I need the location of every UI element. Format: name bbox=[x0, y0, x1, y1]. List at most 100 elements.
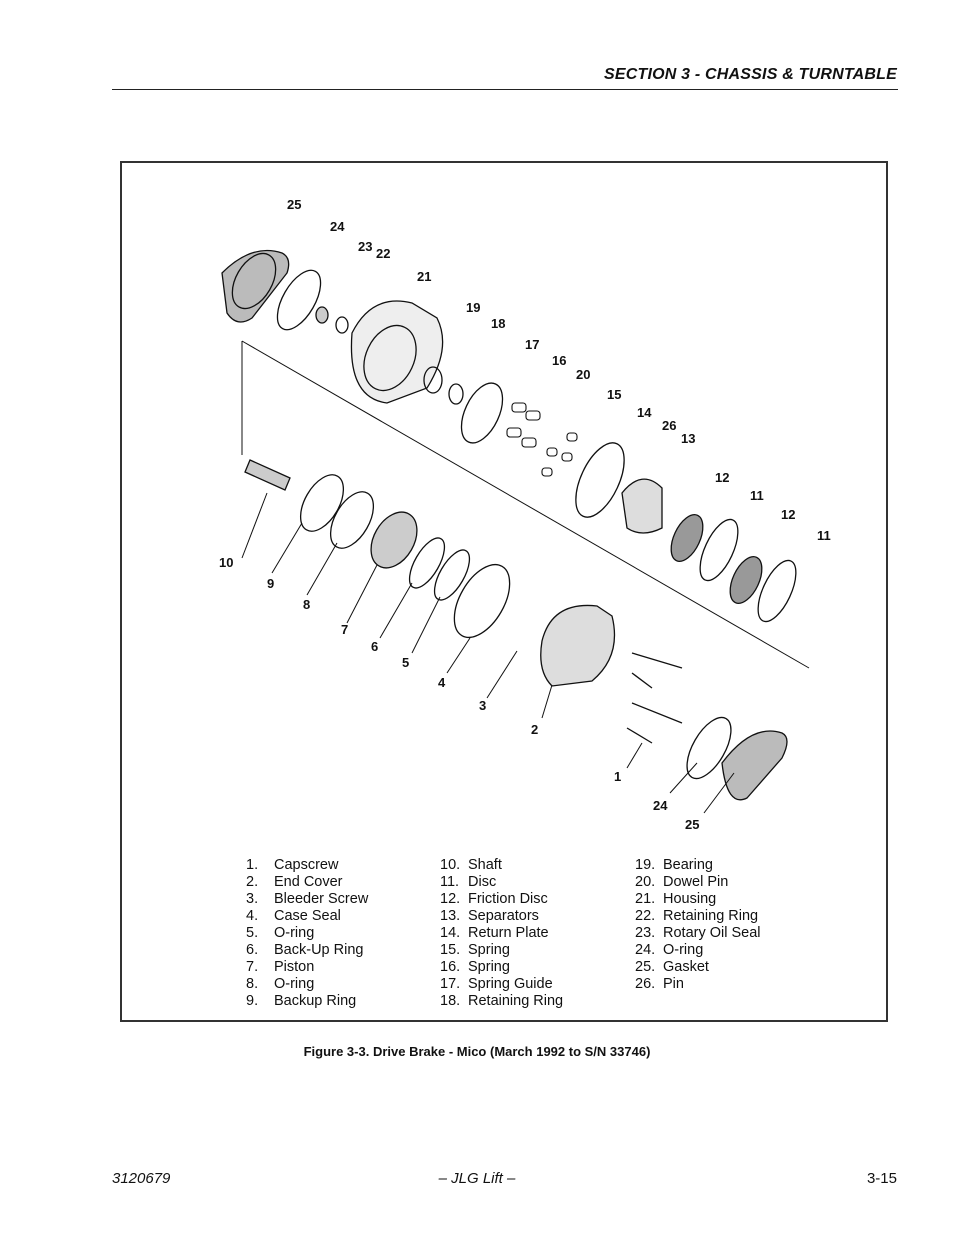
callout-21: 21 bbox=[417, 269, 431, 284]
legend-item-label: Gasket bbox=[663, 959, 709, 975]
legend-item: 22.Retaining Ring bbox=[635, 908, 761, 925]
legend-item-label: Pin bbox=[663, 976, 684, 992]
page-number: 3-15 bbox=[866, 1170, 897, 1187]
legend-item-label: Friction Disc bbox=[468, 891, 548, 907]
section-title: SECTION 3 - CHASSIS & TURNTABLE bbox=[603, 66, 897, 83]
legend-item-label: Spring bbox=[468, 942, 510, 958]
publisher: – JLG Lift – bbox=[438, 1170, 516, 1187]
legend-item-number: 26. bbox=[635, 976, 656, 992]
callout-24: 24 bbox=[330, 219, 345, 234]
legend-item-number: 23. bbox=[635, 925, 656, 941]
callout-25-second: 25 bbox=[685, 817, 699, 832]
callout-11-second: 11 bbox=[817, 528, 831, 543]
legend-item: 18.Retaining Ring bbox=[440, 993, 563, 1010]
callout-18: 18 bbox=[491, 316, 505, 331]
legend-item: 8. O-ring bbox=[246, 976, 368, 993]
legend-item-label: Shaft bbox=[468, 857, 502, 873]
legend-item: 7. Piston bbox=[246, 959, 368, 976]
legend-item: 26. Pin bbox=[635, 976, 761, 993]
legend-item: 15. Spring bbox=[440, 942, 563, 959]
legend-item-label: O-ring bbox=[663, 942, 704, 958]
legend-item-label: Case Seal bbox=[274, 908, 341, 924]
callout-12: 12 bbox=[715, 470, 729, 485]
callout-1: 1 bbox=[614, 769, 621, 784]
legend-item: 23. Rotary Oil Seal bbox=[635, 925, 761, 942]
legend-item-number: 8. bbox=[246, 976, 259, 992]
callout-16: 16 bbox=[552, 353, 566, 368]
legend-item-label: Back-Up Ring bbox=[274, 942, 364, 958]
legend-item-label: Separators bbox=[468, 908, 539, 924]
legend-item-number: 16. bbox=[440, 959, 461, 975]
legend-item-number: 9. bbox=[246, 993, 259, 1009]
legend-item-number: 10. bbox=[440, 857, 461, 873]
legend-item-label: Rotary Oil Seal bbox=[663, 925, 761, 941]
legend-item: 10. Shaft bbox=[440, 857, 563, 874]
legend-item-number: 5. bbox=[246, 925, 259, 941]
legend-item-label: Spring bbox=[468, 959, 510, 975]
legend-item-number: 25. bbox=[635, 959, 656, 975]
callout-4: 4 bbox=[438, 675, 446, 690]
callout-2: 2 bbox=[531, 722, 538, 737]
callout-17: 17 bbox=[525, 337, 539, 352]
callout-labels: 25 24 23 22 21 19 18 17 16 20 15 14 26 1… bbox=[219, 197, 831, 832]
callout-19: 19 bbox=[466, 300, 480, 315]
legend-item-number: 24. bbox=[635, 942, 656, 958]
legend-item-number: 21. bbox=[635, 891, 656, 907]
legend-item-label: Spring Guide bbox=[468, 976, 553, 992]
legend-item: 25. Gasket bbox=[635, 959, 761, 976]
figure-caption: Figure 3-3. Drive Brake - Mico (March 19… bbox=[303, 1044, 651, 1059]
legend-item: 20. Dowel Pin bbox=[635, 874, 761, 891]
legend-item-number: 6. bbox=[246, 942, 259, 958]
legend-item: 6. Back-Up Ring bbox=[246, 942, 368, 959]
legend-item-number: 3. bbox=[246, 891, 259, 907]
legend-item-number: 13. bbox=[440, 908, 461, 924]
legend-item: 5. O-ring bbox=[246, 925, 368, 942]
legend-item-label: Capscrew bbox=[274, 857, 339, 873]
callout-20: 20 bbox=[576, 367, 590, 382]
legend-item: 12.Friction Disc bbox=[440, 891, 563, 908]
legend-item-number: 18. bbox=[440, 993, 461, 1009]
legend-item-number: 15. bbox=[440, 942, 461, 958]
legend-item: 11. Disc bbox=[440, 874, 563, 891]
legend-item-label: Housing bbox=[663, 891, 717, 907]
header-rule bbox=[112, 89, 898, 90]
legend-item-label: O-ring bbox=[274, 976, 315, 992]
legend-item-number: 20. bbox=[635, 874, 656, 890]
legend-item: 21. Housing bbox=[635, 891, 761, 908]
legend-item-number: 1. bbox=[246, 857, 259, 873]
legend-item-number: 14. bbox=[440, 925, 461, 941]
callout-12-second: 12 bbox=[781, 507, 795, 522]
callout-5: 5 bbox=[402, 655, 409, 670]
callout-8: 8 bbox=[303, 597, 310, 612]
legend-item-label: Disc bbox=[468, 874, 497, 890]
legend-item-number: 7. bbox=[246, 959, 259, 975]
legend-item-label: Dowel Pin bbox=[663, 874, 729, 890]
legend-item: 24. O-ring bbox=[635, 942, 761, 959]
callout-22: 22 bbox=[376, 246, 390, 261]
legend-item: 17. Spring Guide bbox=[440, 976, 563, 993]
callout-10: 10 bbox=[219, 555, 233, 570]
legend-item: 1. Capscrew bbox=[246, 857, 368, 874]
callout-14: 14 bbox=[637, 405, 652, 420]
legend-item: 2. End Cover bbox=[246, 874, 368, 891]
callout-23: 23 bbox=[358, 239, 372, 254]
legend-item-number: 4. bbox=[246, 908, 259, 924]
legend-item-number: 11. bbox=[440, 874, 460, 890]
callout-9: 9 bbox=[267, 576, 274, 591]
callout-7: 7 bbox=[341, 622, 348, 637]
legend-item-label: Return Plate bbox=[468, 925, 549, 941]
callout-3: 3 bbox=[479, 698, 486, 713]
legend-item-number: 2. bbox=[246, 874, 259, 890]
callout-26: 26 bbox=[662, 418, 676, 433]
callout-11: 11 bbox=[750, 488, 764, 503]
legend-item: 14. Return Plate bbox=[440, 925, 563, 942]
legend-item-label: Bleeder Screw bbox=[274, 891, 369, 907]
legend-item: 9.Backup Ring bbox=[246, 993, 368, 1010]
legend-item-label: Piston bbox=[274, 959, 315, 975]
legend-item-label: O-ring bbox=[274, 925, 315, 941]
legend-item-number: 22. bbox=[635, 908, 656, 924]
legend-item-label: End Cover bbox=[274, 874, 343, 890]
legend-item: 19.Bearing bbox=[635, 857, 761, 874]
legend-item-number: 17. bbox=[440, 976, 461, 992]
